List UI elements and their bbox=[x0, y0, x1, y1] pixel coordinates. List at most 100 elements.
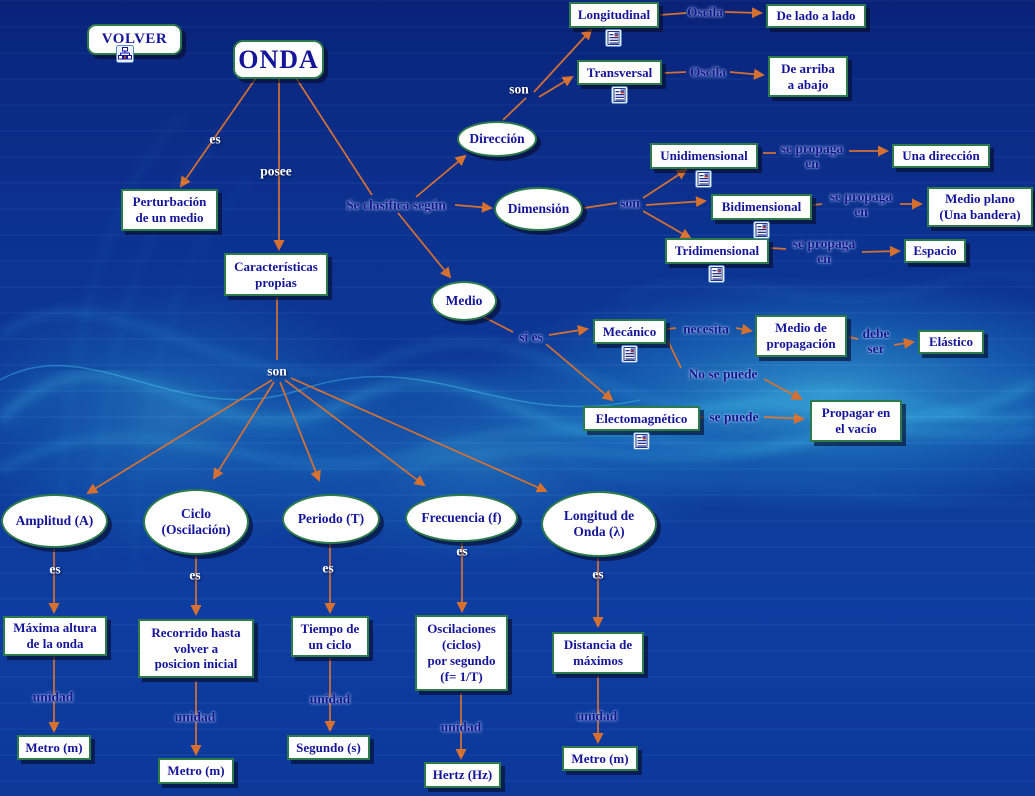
node-elastico[interactable]: Elástico bbox=[918, 330, 984, 354]
resource-icon[interactable] bbox=[632, 432, 650, 455]
label-son-caracteristicas: son bbox=[267, 363, 287, 379]
resource-icon[interactable] bbox=[610, 86, 628, 109]
node-medio[interactable]: Medio bbox=[431, 281, 497, 321]
node-de-arriba-a-abajo-text: a abajo bbox=[787, 76, 829, 92]
node-frecuencia-text: Frecuencia (f) bbox=[421, 509, 502, 525]
sitemap-icon[interactable] bbox=[116, 45, 134, 68]
node-longitudinal-text: Longitudinal bbox=[577, 7, 651, 23]
connector-10 bbox=[724, 7, 763, 19]
node-periodo[interactable]: Periodo (T) bbox=[282, 494, 380, 544]
node-caracteristicas-text: Características bbox=[234, 258, 318, 274]
node-de-lado-a-lado[interactable]: De lado a lado bbox=[766, 4, 866, 28]
node-ciclo-text: Ciclo bbox=[181, 505, 211, 521]
node-medio-plano[interactable]: Medio plano(Una bandera) bbox=[927, 187, 1033, 227]
node-metro-m-ciclo[interactable]: Metro (m) bbox=[158, 758, 234, 784]
label-debe-ser: debe ser bbox=[862, 325, 890, 356]
node-segundo-s[interactable]: Segundo (s) bbox=[287, 735, 370, 760]
connector-31 bbox=[763, 378, 803, 400]
resource-icon[interactable] bbox=[620, 345, 638, 368]
node-longitudinal[interactable]: Longitudinal bbox=[569, 2, 659, 28]
resource-icon[interactable] bbox=[695, 170, 712, 193]
connector-12 bbox=[729, 68, 765, 80]
label-unidad-amplitud: unidad bbox=[32, 689, 74, 705]
connector-0 bbox=[179, 77, 257, 188]
resource-icon[interactable] bbox=[752, 221, 770, 244]
label-se-clasifica-segun: Se clasifica según bbox=[346, 197, 446, 213]
node-transversal[interactable]: Transversal bbox=[577, 60, 662, 85]
connector-15 bbox=[645, 196, 707, 208]
node-distancia-de-maximos-text: Distancia de bbox=[563, 637, 633, 653]
node-bidimensional[interactable]: Bidimensional bbox=[711, 194, 812, 220]
node-una-direccion[interactable]: Una dirección bbox=[892, 144, 990, 168]
connector-22 bbox=[861, 245, 901, 257]
node-medio-de-propagacion-text: Medio de bbox=[775, 320, 827, 336]
label-oscila-2: Oscila bbox=[690, 64, 726, 80]
connector-7 bbox=[533, 28, 593, 93]
node-dimension[interactable]: Dimensión bbox=[494, 187, 583, 231]
node-volver[interactable]: VOLVER bbox=[87, 24, 182, 55]
connector-28 bbox=[848, 336, 859, 340]
node-transversal-text: Transversal bbox=[586, 64, 653, 80]
connector-30 bbox=[667, 340, 682, 369]
node-oscilaciones[interactable]: Oscilaciones(ciclos)por segundo(f= 1/T) bbox=[415, 615, 508, 691]
connector-35 bbox=[86, 379, 273, 495]
node-ciclo[interactable]: Ciclo(Oscilación) bbox=[143, 489, 249, 555]
label-es-ciclo: es bbox=[189, 567, 201, 583]
connector-36 bbox=[212, 381, 275, 480]
node-electromagnetico[interactable]: Electomagnético bbox=[583, 406, 700, 431]
label-si-es: si es bbox=[519, 329, 543, 345]
node-tiempo-de-un-ciclo-text: un ciclo bbox=[308, 636, 352, 652]
node-metro-m-ciclo-text: Metro (m) bbox=[167, 763, 225, 779]
connector-16 bbox=[642, 210, 692, 239]
node-direccion[interactable]: Dirección bbox=[457, 121, 537, 157]
connector-26 bbox=[666, 327, 677, 330]
node-una-direccion-text: Una dirección bbox=[902, 148, 980, 164]
node-longitud-de-onda-text: Longitud de bbox=[563, 507, 635, 523]
node-amplitud[interactable]: Amplitud (A) bbox=[1, 494, 108, 548]
node-caracteristicas-text: propias bbox=[255, 274, 297, 290]
resource-icon[interactable] bbox=[708, 265, 725, 288]
label-necesita: necesita bbox=[683, 321, 729, 337]
label-se-puede: se puede bbox=[709, 409, 759, 425]
node-mecanico-text: Mecánico bbox=[602, 323, 657, 339]
connector-29 bbox=[893, 337, 915, 349]
label-son-dimension: son bbox=[620, 195, 640, 211]
node-de-lado-a-lado-text: De lado a lado bbox=[776, 8, 856, 24]
node-metro-m-longitud[interactable]: Metro (m) bbox=[562, 746, 638, 771]
connector-23 bbox=[477, 313, 514, 333]
node-tiempo-de-un-ciclo-text: Tiempo de bbox=[300, 620, 360, 636]
connector-25 bbox=[545, 343, 614, 402]
resource-icon[interactable] bbox=[605, 29, 622, 52]
node-hertz-hz[interactable]: Hertz (Hz) bbox=[424, 762, 501, 788]
label-unidad-ciclo: unidad bbox=[174, 709, 216, 725]
node-espacio[interactable]: Espacio bbox=[904, 239, 966, 263]
connector-14 bbox=[642, 168, 688, 199]
node-onda[interactable]: ONDA bbox=[233, 40, 324, 79]
node-mecanico[interactable]: Mecánico bbox=[593, 319, 666, 344]
node-frecuencia[interactable]: Frecuencia (f) bbox=[405, 494, 518, 542]
label-se-propaga-en-2: se propaga en bbox=[829, 188, 893, 219]
node-recorrido-text: volver a bbox=[173, 640, 219, 656]
label-no-se-puede: No se puede bbox=[688, 366, 758, 382]
node-tridimensional[interactable]: Tridimensional bbox=[665, 238, 769, 264]
node-perturbacion-text: de un medio bbox=[135, 210, 204, 225]
node-metro-m-amplitud[interactable]: Metro (m) bbox=[17, 735, 91, 760]
connector-13 bbox=[583, 202, 618, 209]
node-unidimensional[interactable]: Unidimensional bbox=[650, 143, 758, 169]
connector-33 bbox=[763, 413, 805, 425]
node-periodo-text: Periodo (T) bbox=[297, 510, 365, 526]
node-metro-m-longitud-text: Metro (m) bbox=[571, 750, 629, 766]
label-es-longitud: es bbox=[592, 566, 604, 582]
node-espacio-text: Espacio bbox=[913, 243, 957, 259]
